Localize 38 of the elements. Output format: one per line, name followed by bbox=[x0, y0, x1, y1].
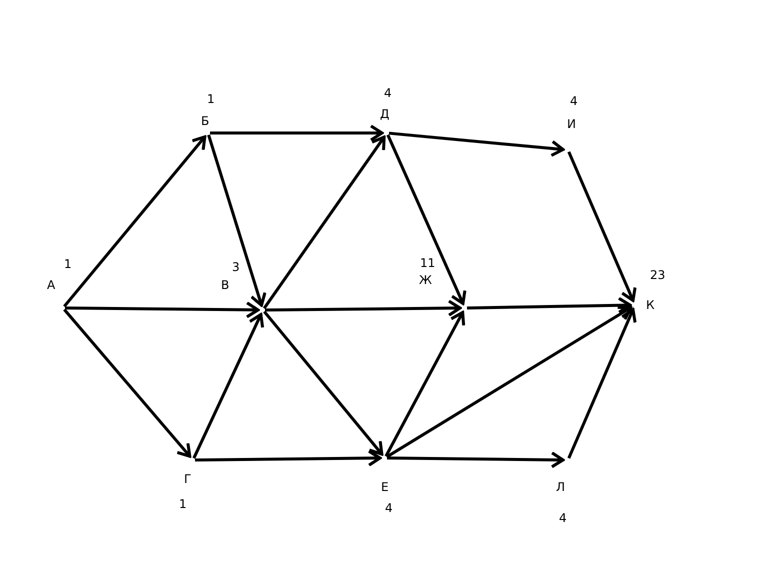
vertex-label: И bbox=[567, 117, 576, 131]
vertex-label: Б bbox=[201, 114, 210, 128]
vertex-value: 1 bbox=[207, 92, 215, 106]
arrow bbox=[63, 308, 192, 458]
arrow bbox=[263, 310, 384, 456]
arrow bbox=[386, 134, 466, 305]
vertex-value: 11 bbox=[420, 256, 436, 270]
vertex-value: 3 bbox=[232, 260, 240, 274]
arrow bbox=[388, 132, 565, 157]
arrow bbox=[210, 124, 384, 142]
vertex-value: 23 bbox=[650, 268, 666, 282]
vertex-label: Г bbox=[184, 472, 192, 486]
arrow bbox=[386, 306, 632, 458]
arrow bbox=[264, 300, 462, 317]
arrow bbox=[567, 308, 637, 459]
vertex-label: Е bbox=[381, 480, 389, 494]
arrow bbox=[567, 151, 637, 302]
arrow bbox=[207, 134, 266, 307]
vertex-value: 4 bbox=[385, 501, 393, 515]
vertex-value: 1 bbox=[179, 497, 187, 511]
arrow bbox=[194, 450, 382, 467]
arrow bbox=[63, 135, 206, 308]
vertex-label: К bbox=[646, 298, 655, 312]
arrow bbox=[64, 301, 260, 318]
vertex-label: В bbox=[221, 278, 230, 292]
vertex-label: Д bbox=[380, 107, 390, 121]
vertex-label: Ж bbox=[419, 273, 432, 287]
arrow bbox=[386, 451, 564, 468]
vertex-label: А bbox=[47, 278, 56, 292]
arrow bbox=[466, 296, 632, 314]
arrow bbox=[384, 310, 466, 457]
vertex-value: 1 bbox=[64, 257, 72, 271]
arrow bbox=[192, 313, 264, 459]
vertex-label: Л bbox=[556, 480, 566, 494]
arrow bbox=[262, 136, 386, 310]
vertex-value: 4 bbox=[384, 86, 392, 100]
vertex-value: 4 bbox=[559, 511, 567, 525]
vertex-value: 4 bbox=[570, 94, 578, 108]
